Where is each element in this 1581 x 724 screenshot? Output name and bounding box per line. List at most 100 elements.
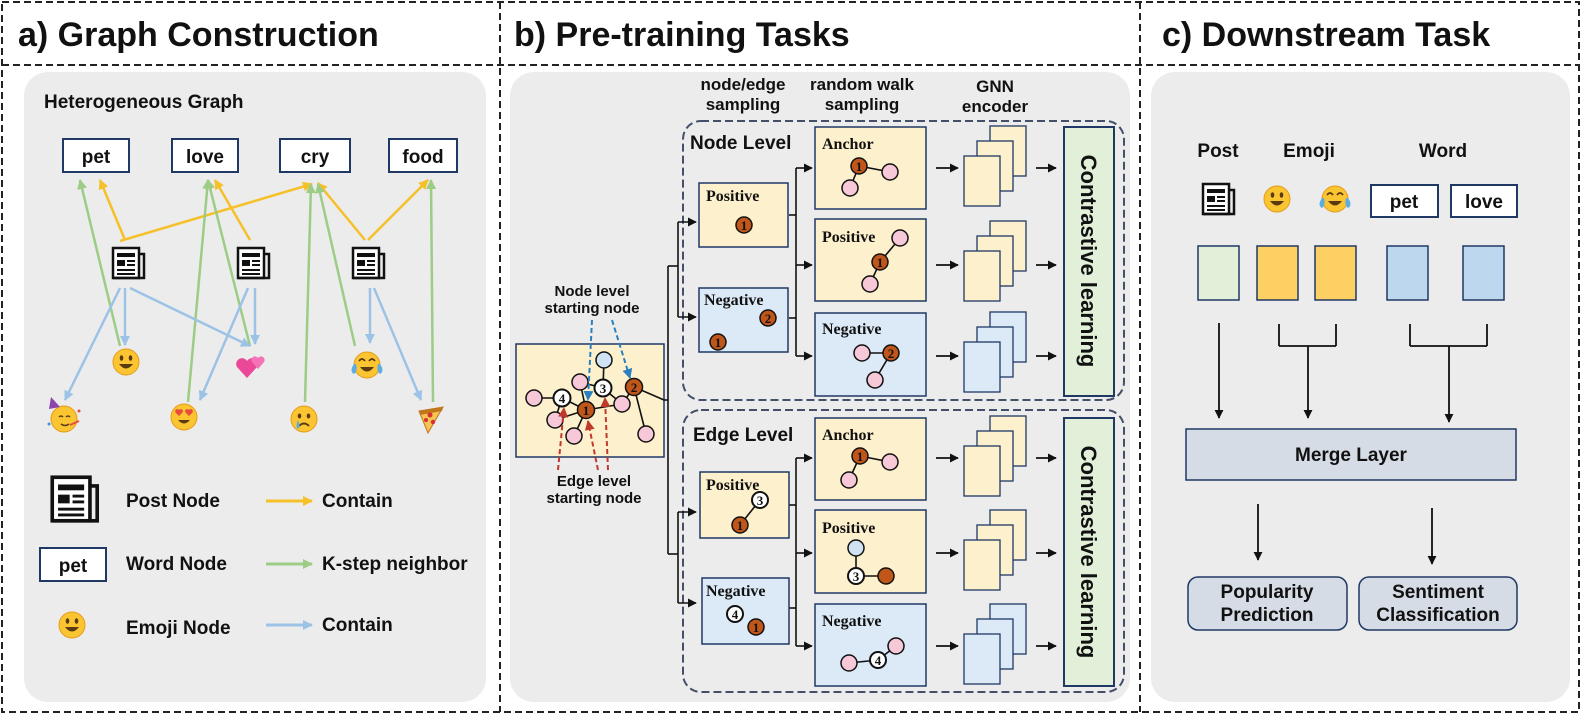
word-node-cry: cry (279, 138, 351, 173)
contrastive-box-node: Contrastive learning (1063, 126, 1115, 397)
contrastive-box-edge: Contrastive learning (1063, 417, 1115, 687)
legend-post-node: Post Node (126, 491, 220, 512)
post-node-legend-icon (50, 475, 100, 523)
edge-level-label: Edge Level (693, 425, 793, 446)
header-word: Word (1419, 141, 1467, 162)
edge-level-container (682, 409, 1125, 693)
popularity-label-2: Prediction (1221, 605, 1314, 626)
panel-b: node/edge sampling random walk sampling … (510, 72, 1130, 702)
header-node-edge-sampling-1: node/edge (700, 75, 785, 94)
edge-start-label-2: starting node (546, 490, 641, 507)
panel-a: Heterogeneous Graph pet love cry food (24, 72, 486, 702)
legend-word-node: Word Node (126, 554, 227, 575)
panel-b-title: b) Pre-training Tasks (514, 16, 850, 54)
tree-connectors (664, 163, 813, 651)
svg-text:3: 3 (853, 569, 860, 584)
panel-c-title: c) Downstream Task (1162, 16, 1490, 54)
walk-label: Positive (822, 229, 875, 246)
grinning-emoji-icon (112, 348, 140, 376)
word-node-label: food (402, 147, 443, 168)
svg-text:4: 4 (559, 391, 566, 406)
post-icon (1201, 182, 1236, 216)
word-token-love: love (1450, 184, 1518, 218)
walk-label: Negative (822, 321, 882, 338)
node-level-label: Node Level (690, 133, 791, 154)
word-node-label: pet (82, 147, 111, 168)
sentiment-classification-output: Sentiment Classification (1358, 576, 1518, 631)
merge-layer-label: Merge Layer (1295, 445, 1408, 466)
word-node-love: love (171, 138, 239, 173)
panel-c: Post Emoji Word pet love (1151, 72, 1570, 702)
svg-text:1: 1 (877, 255, 884, 270)
legend-contain-emoji: Contain (322, 615, 393, 636)
sentiment-label-1: Sentiment (1392, 582, 1485, 603)
svg-text:3: 3 (757, 493, 764, 508)
svg-text:1: 1 (753, 620, 760, 635)
header-gnn-1: GNN (976, 77, 1014, 96)
sample-label: Negative (706, 583, 766, 600)
popularity-prediction-output: Popularity Prediction (1187, 576, 1348, 631)
word-node-pet: pet (62, 138, 130, 173)
legend-word-node-box (39, 547, 107, 582)
node-negative-sample: Negative 2 1 (698, 287, 789, 353)
gnn-encoder-stacks (963, 125, 1027, 685)
sample-label: Positive (706, 477, 759, 494)
edge-positive-sample: Positive 3 1 (699, 471, 790, 539)
walk-label: Positive (822, 520, 875, 537)
svg-text:2: 2 (765, 311, 772, 326)
node-anchor-walk: Anchor 1 (814, 126, 927, 210)
contrastive-label: Contrastive learning (1076, 155, 1101, 368)
svg-text:2: 2 (631, 380, 638, 395)
input-graph: 4 1 3 2 (515, 343, 665, 458)
post-node-icon (111, 246, 146, 280)
svg-text:1: 1 (856, 159, 863, 174)
contrastive-label: Contrastive learning (1076, 446, 1101, 659)
svg-text:1: 1 (857, 449, 864, 464)
word-node-label: love (186, 147, 224, 168)
svg-text:4: 4 (875, 653, 882, 668)
embedding-vectors (1197, 245, 1505, 301)
contain-edges-post-emoji (63, 286, 423, 401)
header-random-walk-2: sampling (825, 95, 900, 114)
word-token-label: love (1465, 192, 1503, 213)
svg-text:1: 1 (715, 335, 722, 350)
node-start-label-2: starting node (544, 300, 639, 317)
walk-label: Anchor (822, 136, 874, 153)
edge-start-arrows (557, 397, 611, 471)
word-token-label: pet (1390, 192, 1419, 213)
header-node-edge-sampling-2: sampling (706, 95, 781, 114)
legend: Post Node pet Word Node Emoji Node Conta… (39, 475, 468, 639)
crying-emoji-icon (290, 405, 318, 433)
k-step-edges (77, 179, 437, 403)
word-token-pet: pet (1370, 184, 1439, 218)
node-negative-walk: Negative 2 (814, 312, 927, 397)
node-level-container (682, 120, 1125, 401)
walk-to-encoder-arrows (936, 163, 1057, 651)
merge-layer: Merge Layer (1185, 428, 1517, 481)
edge-negative-walk: Negative 4 (814, 603, 927, 687)
heterogeneous-graph-label: Heterogeneous Graph (44, 92, 244, 113)
legend-word-sample: pet (59, 556, 88, 577)
panel-a-title: a) Graph Construction (18, 16, 379, 54)
popularity-label-1: Popularity (1221, 582, 1314, 603)
emoji-node-legend-icon (58, 611, 86, 639)
svg-text:1: 1 (741, 218, 748, 233)
post-node-icon (351, 246, 386, 280)
sentiment-label-2: Classification (1376, 605, 1500, 626)
word-node-label: cry (301, 147, 330, 168)
edge-start-label-1: Edge level (557, 473, 631, 490)
edge-positive-walk: Positive 3 (814, 509, 927, 594)
word-node-food: food (388, 138, 458, 173)
grinning-emoji-icon (1263, 185, 1291, 213)
sample-label: Negative (704, 292, 764, 309)
legend-contain-post: Contain (322, 491, 393, 512)
svg-text:1: 1 (583, 403, 590, 418)
walk-label: Anchor (822, 427, 874, 444)
embedding-to-merge-arrows (1214, 323, 1488, 565)
header-emoji: Emoji (1283, 141, 1335, 162)
node-positive-walk: Positive 1 (814, 218, 927, 302)
post-node-icon (236, 246, 271, 280)
svg-text:3: 3 (600, 381, 607, 396)
